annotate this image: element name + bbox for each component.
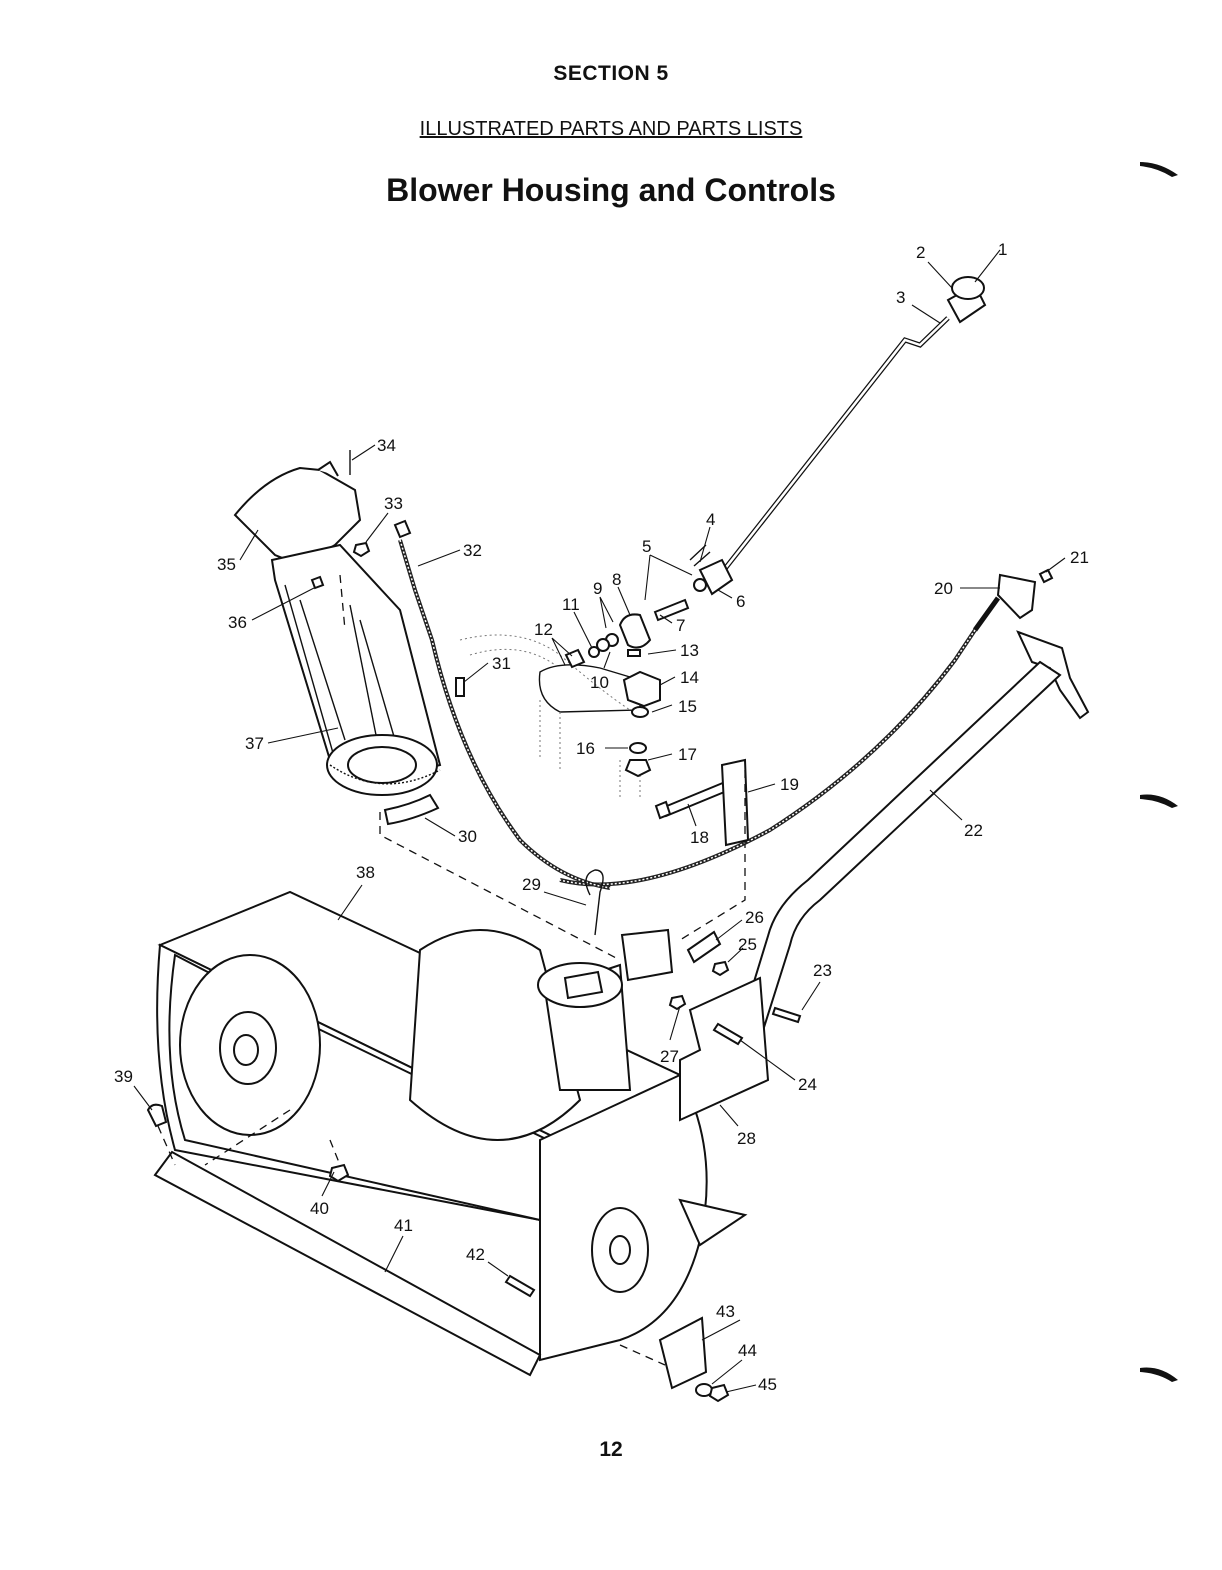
callout-39: 39 [114, 1067, 133, 1086]
page-title: Blower Housing and Controls [386, 172, 836, 208]
carriage-bolt-39 [146, 1103, 168, 1128]
callout-45: 45 [758, 1375, 777, 1394]
callout-25: 25 [738, 935, 757, 954]
callout-15: 15 [678, 697, 697, 716]
callout-37: 37 [245, 734, 264, 753]
shift-control [559, 568, 1054, 887]
spacer-26 [686, 930, 722, 964]
callout-43: 43 [716, 1302, 735, 1321]
callout-12: 12 [534, 620, 553, 639]
scan-mark [1140, 794, 1178, 808]
chute-cable-end [393, 519, 412, 539]
callout-32: 32 [463, 541, 482, 560]
callout-20: 20 [934, 579, 953, 598]
callout-42: 42 [466, 1245, 485, 1264]
callout-31: 31 [492, 654, 511, 673]
callout-34: 34 [377, 436, 396, 455]
callout-29: 29 [522, 875, 541, 894]
callout-4: 4 [706, 510, 715, 529]
callout-40: 40 [310, 1199, 329, 1218]
callout-8: 8 [612, 570, 621, 589]
gearbox-mount [537, 928, 674, 1091]
nut-27 [668, 994, 687, 1011]
scan-mark [1140, 1367, 1178, 1382]
callout-38: 38 [356, 863, 375, 882]
scan-mark [1140, 162, 1178, 177]
callout-labels: 1 2 3 4 5 6 7 8 9 10 11 12 13 14 15 16 1… [114, 240, 1089, 1394]
crank-rod-assembly [689, 276, 987, 596]
callout-9: 9 [593, 579, 602, 598]
nut-25 [711, 960, 730, 977]
nut-33 [352, 541, 371, 558]
callout-35: 35 [217, 555, 236, 574]
leader-lines [133, 249, 1066, 1393]
nut-45 [708, 1383, 730, 1403]
section-heading: SECTION 5 [553, 62, 669, 85]
callout-24: 24 [798, 1075, 817, 1094]
bolt-42 [504, 1274, 536, 1298]
callout-5: 5 [642, 537, 651, 556]
callout-19: 19 [780, 775, 799, 794]
bolt-24 [712, 1022, 744, 1046]
nut-40 [328, 1163, 350, 1183]
callout-7: 7 [676, 616, 685, 635]
frame-28 [679, 976, 770, 1122]
handle-tube [736, 630, 1090, 1042]
chute-cable-inner [399, 539, 611, 889]
skid-shoe [658, 1316, 708, 1390]
page-number: 12 [599, 1438, 623, 1461]
chute-gear-assembly [459, 598, 690, 800]
bolt-23 [771, 1006, 802, 1024]
callout-21: 21 [1070, 548, 1089, 567]
callout-26: 26 [745, 908, 764, 927]
callout-27: 27 [660, 1047, 679, 1066]
chute-cable [398, 539, 611, 890]
callout-18: 18 [690, 828, 709, 847]
callout-28: 28 [737, 1129, 756, 1148]
callout-6: 6 [736, 592, 745, 611]
callout-13: 13 [680, 641, 699, 660]
callout-10: 10 [590, 673, 609, 692]
hitch-pin [585, 869, 604, 936]
callout-11: 11 [562, 595, 580, 614]
callout-3: 3 [896, 288, 905, 307]
section-subtitle: ILLUSTRATED PARTS AND PARTS LISTS [419, 118, 803, 140]
callout-22: 22 [964, 821, 983, 840]
bolt-18-head [654, 800, 672, 820]
callout-2: 2 [916, 243, 925, 262]
callout-16: 16 [576, 739, 595, 758]
callout-33: 33 [384, 494, 403, 513]
callout-30: 30 [458, 827, 477, 846]
blower-housing [156, 890, 748, 1362]
shave-plate [153, 1150, 542, 1377]
discharge-chute [233, 460, 442, 826]
callout-1: 1 [998, 240, 1007, 259]
callout-14: 14 [680, 668, 699, 687]
bolt-36 [310, 575, 325, 590]
plate-19 [720, 758, 750, 847]
screw-31 [455, 677, 465, 697]
callout-36: 36 [228, 613, 247, 632]
callout-44: 44 [738, 1341, 757, 1360]
callout-23: 23 [813, 961, 832, 980]
assembly-lines [157, 574, 746, 1366]
callout-41: 41 [394, 1216, 413, 1235]
callout-17: 17 [678, 745, 697, 764]
